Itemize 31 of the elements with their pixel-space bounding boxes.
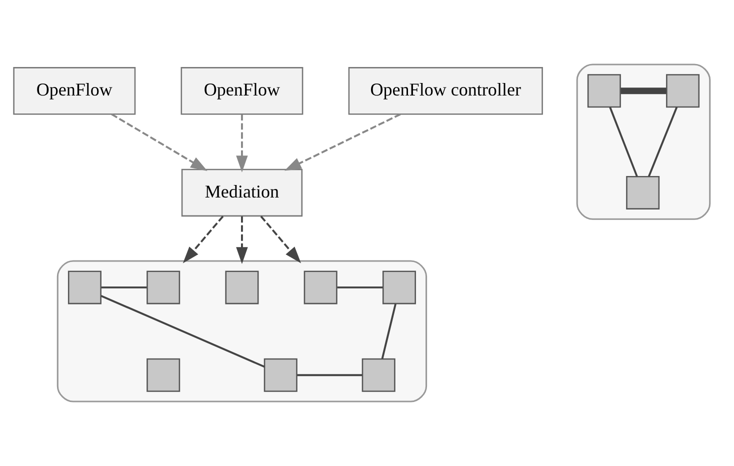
- connector: [297, 374, 362, 376]
- node-box: OpenFlow: [13, 67, 136, 115]
- node-box: [362, 358, 396, 392]
- connector: [381, 304, 396, 359]
- node-box: [666, 74, 700, 108]
- node-box: [264, 358, 298, 392]
- arrow: [236, 216, 248, 264]
- connector: [101, 286, 147, 288]
- connector: [609, 106, 638, 177]
- connector: [100, 294, 265, 368]
- arrow: [284, 113, 401, 171]
- connector: [648, 106, 678, 177]
- arrow: [111, 113, 208, 171]
- arrow: [182, 216, 224, 264]
- arrow: [236, 114, 248, 172]
- node-box: OpenFlow: [180, 67, 304, 115]
- node-box: [68, 270, 102, 304]
- node-box: [587, 74, 621, 108]
- arrow: [260, 216, 302, 264]
- connector: [620, 88, 666, 94]
- node-box: Mediation: [181, 168, 303, 217]
- node-box: [146, 358, 180, 392]
- cluster: [56, 260, 428, 402]
- node-box: [146, 270, 180, 304]
- node-box: [225, 270, 259, 304]
- cluster: [576, 64, 711, 220]
- node-box: [304, 270, 338, 304]
- node-box: OpenFlow controller: [348, 67, 543, 115]
- node-box: [626, 176, 660, 210]
- connector: [337, 286, 383, 288]
- node-box: [382, 270, 416, 304]
